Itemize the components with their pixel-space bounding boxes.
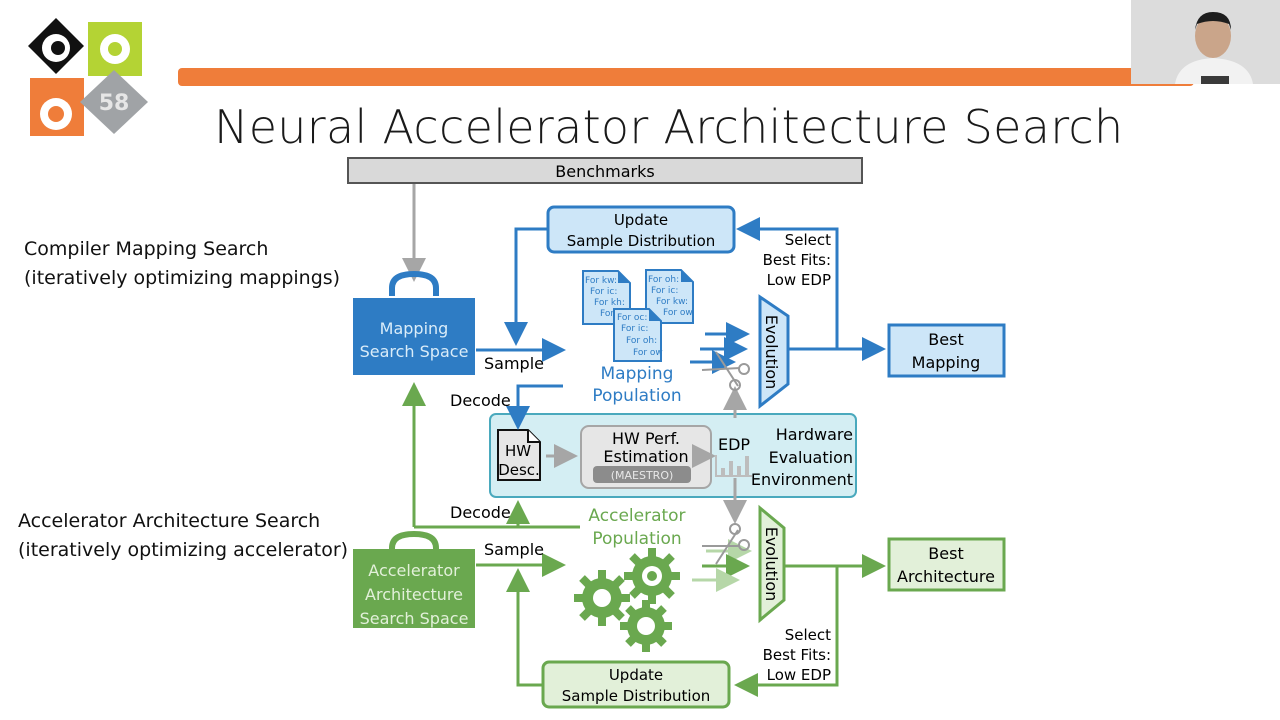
doc1-line-1: For kw: xyxy=(585,276,617,286)
hw-env-label-3: Environment xyxy=(751,470,853,489)
gear-icon xyxy=(620,600,672,652)
hw-desc-label-2: Desc. xyxy=(498,461,540,479)
gear-icon xyxy=(624,548,680,604)
select-top-label-2: Best Fits: xyxy=(763,251,831,269)
benchmarks-label: Benchmarks xyxy=(555,162,654,181)
mapping-search-label: Compiler Mapping Search (iteratively opt… xyxy=(24,235,340,293)
update-bottom-label-2: Sample Distribution xyxy=(562,687,711,705)
doc3-line-3: For oh: xyxy=(626,336,657,346)
select-bottom-label-1: Select xyxy=(785,626,831,644)
doc1-line-3: For kh: xyxy=(594,298,625,308)
select-top-label-3: Low EDP xyxy=(767,271,831,289)
best-mapping-label-1: Best xyxy=(928,330,963,349)
select-top-feedback-arrow xyxy=(736,217,839,349)
mapping-space-label-1: Mapping xyxy=(380,319,449,338)
hw-perf-label-1: HW Perf. xyxy=(612,429,680,448)
accel-space-label-3: Search Space xyxy=(360,609,469,628)
doc2-line-1: For oh: xyxy=(648,275,679,285)
doc1-line-2: For ic: xyxy=(590,287,617,297)
conference-logo-icon: 58 xyxy=(28,18,148,136)
accel-space-label-2: Architecture xyxy=(365,585,463,604)
select-top-label-1: Select xyxy=(785,231,831,249)
accel-population-label-1: Accelerator xyxy=(588,506,685,526)
select-bottom-feedback-arrow xyxy=(734,566,839,697)
decode-top-arrow xyxy=(506,384,563,430)
mapping-search-subtitle: (iteratively optimizing mappings) xyxy=(24,267,341,289)
accel-space-label-1: Accelerator xyxy=(368,561,460,580)
benchmarks-box: Benchmarks xyxy=(347,157,863,184)
best-mapping-label-2: Mapping xyxy=(912,353,981,372)
maestro-label: (MAESTRO) xyxy=(611,469,674,482)
edp-label: EDP xyxy=(718,435,750,454)
logo-number: 58 xyxy=(99,91,130,116)
update-to-sample-arrow xyxy=(504,227,548,346)
update-distribution-bottom-box: Update Sample Distribution xyxy=(541,660,731,709)
scissors-icon xyxy=(702,523,750,565)
update-bottom-label-1: Update xyxy=(609,666,663,684)
hw-env-label-2: Evaluation xyxy=(769,448,853,467)
gear-icon xyxy=(574,570,630,626)
doc1-line-4: For xyxy=(600,309,614,319)
hw-perf-label-2: Estimation xyxy=(603,447,688,466)
doc2-line-2: For ic: xyxy=(651,286,678,296)
hw-desc-document-icon: HW Desc. xyxy=(497,429,541,481)
slide-title: Neural Accelerator Architecture Search xyxy=(214,100,1124,154)
decode-bottom-label: Decode xyxy=(450,503,511,522)
doc3-line-2: For ic: xyxy=(621,324,648,334)
mapping-document-icon: For oh: For ic: For kw: For ow xyxy=(645,269,694,324)
update-top-label-1: Update xyxy=(614,211,668,229)
select-bottom-label-3: Low EDP xyxy=(767,666,831,684)
best-architecture-label-1: Best xyxy=(928,544,963,563)
mapping-space-label-2: Search Space xyxy=(360,342,469,361)
doc3-line-4: For ow xyxy=(633,348,663,358)
decode-top-label: Decode xyxy=(450,391,511,410)
presenter-webcam xyxy=(1131,0,1280,84)
hw-env-label-1: Hardware xyxy=(776,425,853,444)
mapping-population-label-1: Mapping xyxy=(601,364,674,384)
best-architecture-label-2: Architecture xyxy=(897,567,995,586)
edp-chart-icon: EDP xyxy=(715,435,752,477)
evolution-top-block: Evolution xyxy=(758,294,790,410)
accelerator-search-space-box: Accelerator Architecture Search Space xyxy=(353,530,475,628)
mapping-population-label-2: Population xyxy=(592,386,681,406)
doc2-line-3: For kw: xyxy=(656,297,688,307)
accel-population-label-2: Population xyxy=(592,529,681,549)
doc3-line-1: For oc: xyxy=(617,313,647,323)
update-bottom-to-sample-arrow xyxy=(506,568,548,687)
hw-desc-label-1: HW xyxy=(505,442,531,460)
accelerator-search-subtitle: (iteratively optimizing accelerator) xyxy=(18,539,349,561)
header-accent-bar xyxy=(178,68,1194,86)
accelerator-search-label: Accelerator Architecture Search (iterati… xyxy=(18,507,348,565)
accelerator-search-title: Accelerator Architecture Search xyxy=(18,510,321,532)
update-top-label-2: Sample Distribution xyxy=(567,232,716,250)
sample-bottom-label: Sample xyxy=(484,540,544,559)
scissors-icon xyxy=(701,351,750,391)
evolution-top-label: Evolution xyxy=(762,315,781,390)
mapping-search-title: Compiler Mapping Search xyxy=(24,238,269,260)
evolution-bottom-block: Evolution xyxy=(758,504,786,624)
best-mapping-box: Best Mapping xyxy=(887,323,1006,378)
select-bottom-label-2: Best Fits: xyxy=(763,646,831,664)
evolution-bottom-label: Evolution xyxy=(762,527,781,602)
doc2-line-4: For ow xyxy=(663,308,693,318)
mapping-document-icon: For oc: For ic: For oh: For ow xyxy=(613,308,663,362)
mapping-search-space-box: Mapping Search Space xyxy=(353,270,475,375)
hw-perf-estimation-box: HW Perf. Estimation (MAESTRO) xyxy=(580,425,712,489)
update-distribution-top-box: Update Sample Distribution xyxy=(546,205,736,254)
best-architecture-box: Best Architecture xyxy=(887,537,1006,592)
sample-top-label: Sample xyxy=(484,354,544,373)
